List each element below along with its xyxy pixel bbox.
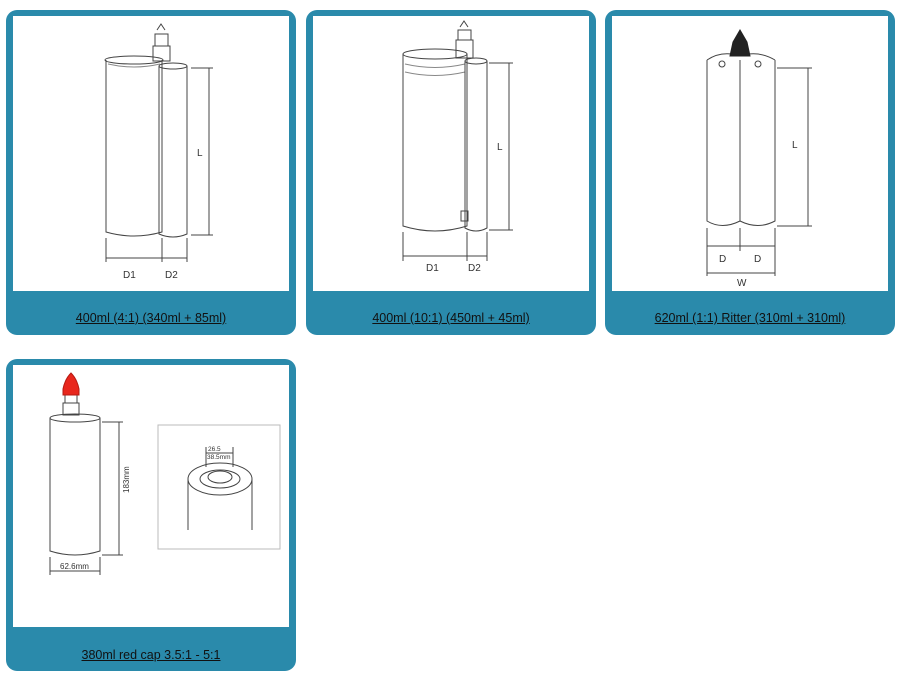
product-card-380ml-red-cap[interactable]: 183mm 62.6mm 26.5 38.5mm 380ml red cap 3…	[6, 359, 296, 671]
label-outlet-outer: 38.5mm	[207, 454, 230, 461]
label-diameter: 62.6mm	[60, 562, 89, 571]
product-image-620ml-1-1[interactable]: L D D W	[612, 16, 888, 291]
product-card-400ml-10-1[interactable]: L D1 D2 400ml (10:1) (450ml + 45ml)	[306, 10, 596, 335]
label-D-left: D	[719, 254, 726, 265]
label-height: 183mm	[122, 466, 131, 493]
cartridge-drawing: L D1 D2	[104, 23, 213, 281]
cylinder-top-outline	[104, 55, 164, 65]
product-image-400ml-10-1[interactable]: L D1 D2	[313, 16, 589, 291]
black-nozzle-cap	[729, 29, 751, 57]
label-D1: D1	[123, 270, 136, 281]
label-D2: D2	[468, 263, 481, 274]
left-cylinder	[706, 60, 741, 226]
label-W: W	[737, 278, 747, 289]
product-link-400ml-10-1[interactable]: 400ml (10:1) (450ml + 45ml)	[372, 311, 530, 325]
large-cylinder	[402, 54, 468, 232]
small-cylinder	[158, 66, 188, 238]
cartridge-drawing: L D D W	[706, 29, 812, 289]
cartridge-drawing: 183mm 62.6mm 26.5 38.5mm	[49, 372, 281, 575]
label-L: L	[792, 140, 798, 151]
detail-frame	[157, 424, 281, 550]
label-L: L	[497, 142, 503, 153]
cylinder	[49, 418, 101, 556]
product-image-380ml-red-cap[interactable]: 183mm 62.6mm 26.5 38.5mm	[13, 365, 289, 627]
product-link-620ml-1-1[interactable]: 620ml (1:1) Ritter (310ml + 310ml)	[654, 311, 846, 325]
cylinder-top-view	[187, 462, 253, 496]
label-outlet-inner: 26.5	[208, 446, 221, 453]
label-L: L	[197, 148, 203, 159]
product-link-380ml-red-cap[interactable]: 380ml red cap 3.5:1 - 5:1	[81, 648, 221, 662]
small-cylinder	[464, 61, 488, 232]
product-image-400ml-4-1[interactable]: L D1 D2	[13, 16, 289, 291]
product-card-400ml-4-1[interactable]: L D1 D2 400ml (4:1) (340ml + 85ml)	[6, 10, 296, 335]
label-D1: D1	[426, 263, 439, 274]
red-cap	[62, 372, 80, 396]
large-cylinder	[105, 60, 163, 237]
cartridge-drawing: L D1 D2	[402, 20, 513, 274]
label-D2: D2	[165, 270, 178, 281]
label-D-right: D	[754, 254, 761, 265]
right-cylinder	[739, 60, 776, 226]
product-link-400ml-4-1[interactable]: 400ml (4:1) (340ml + 85ml)	[75, 311, 227, 325]
product-card-620ml-1-1[interactable]: L D D W 620ml (1:1) Ritter (310ml + 310m…	[605, 10, 895, 335]
